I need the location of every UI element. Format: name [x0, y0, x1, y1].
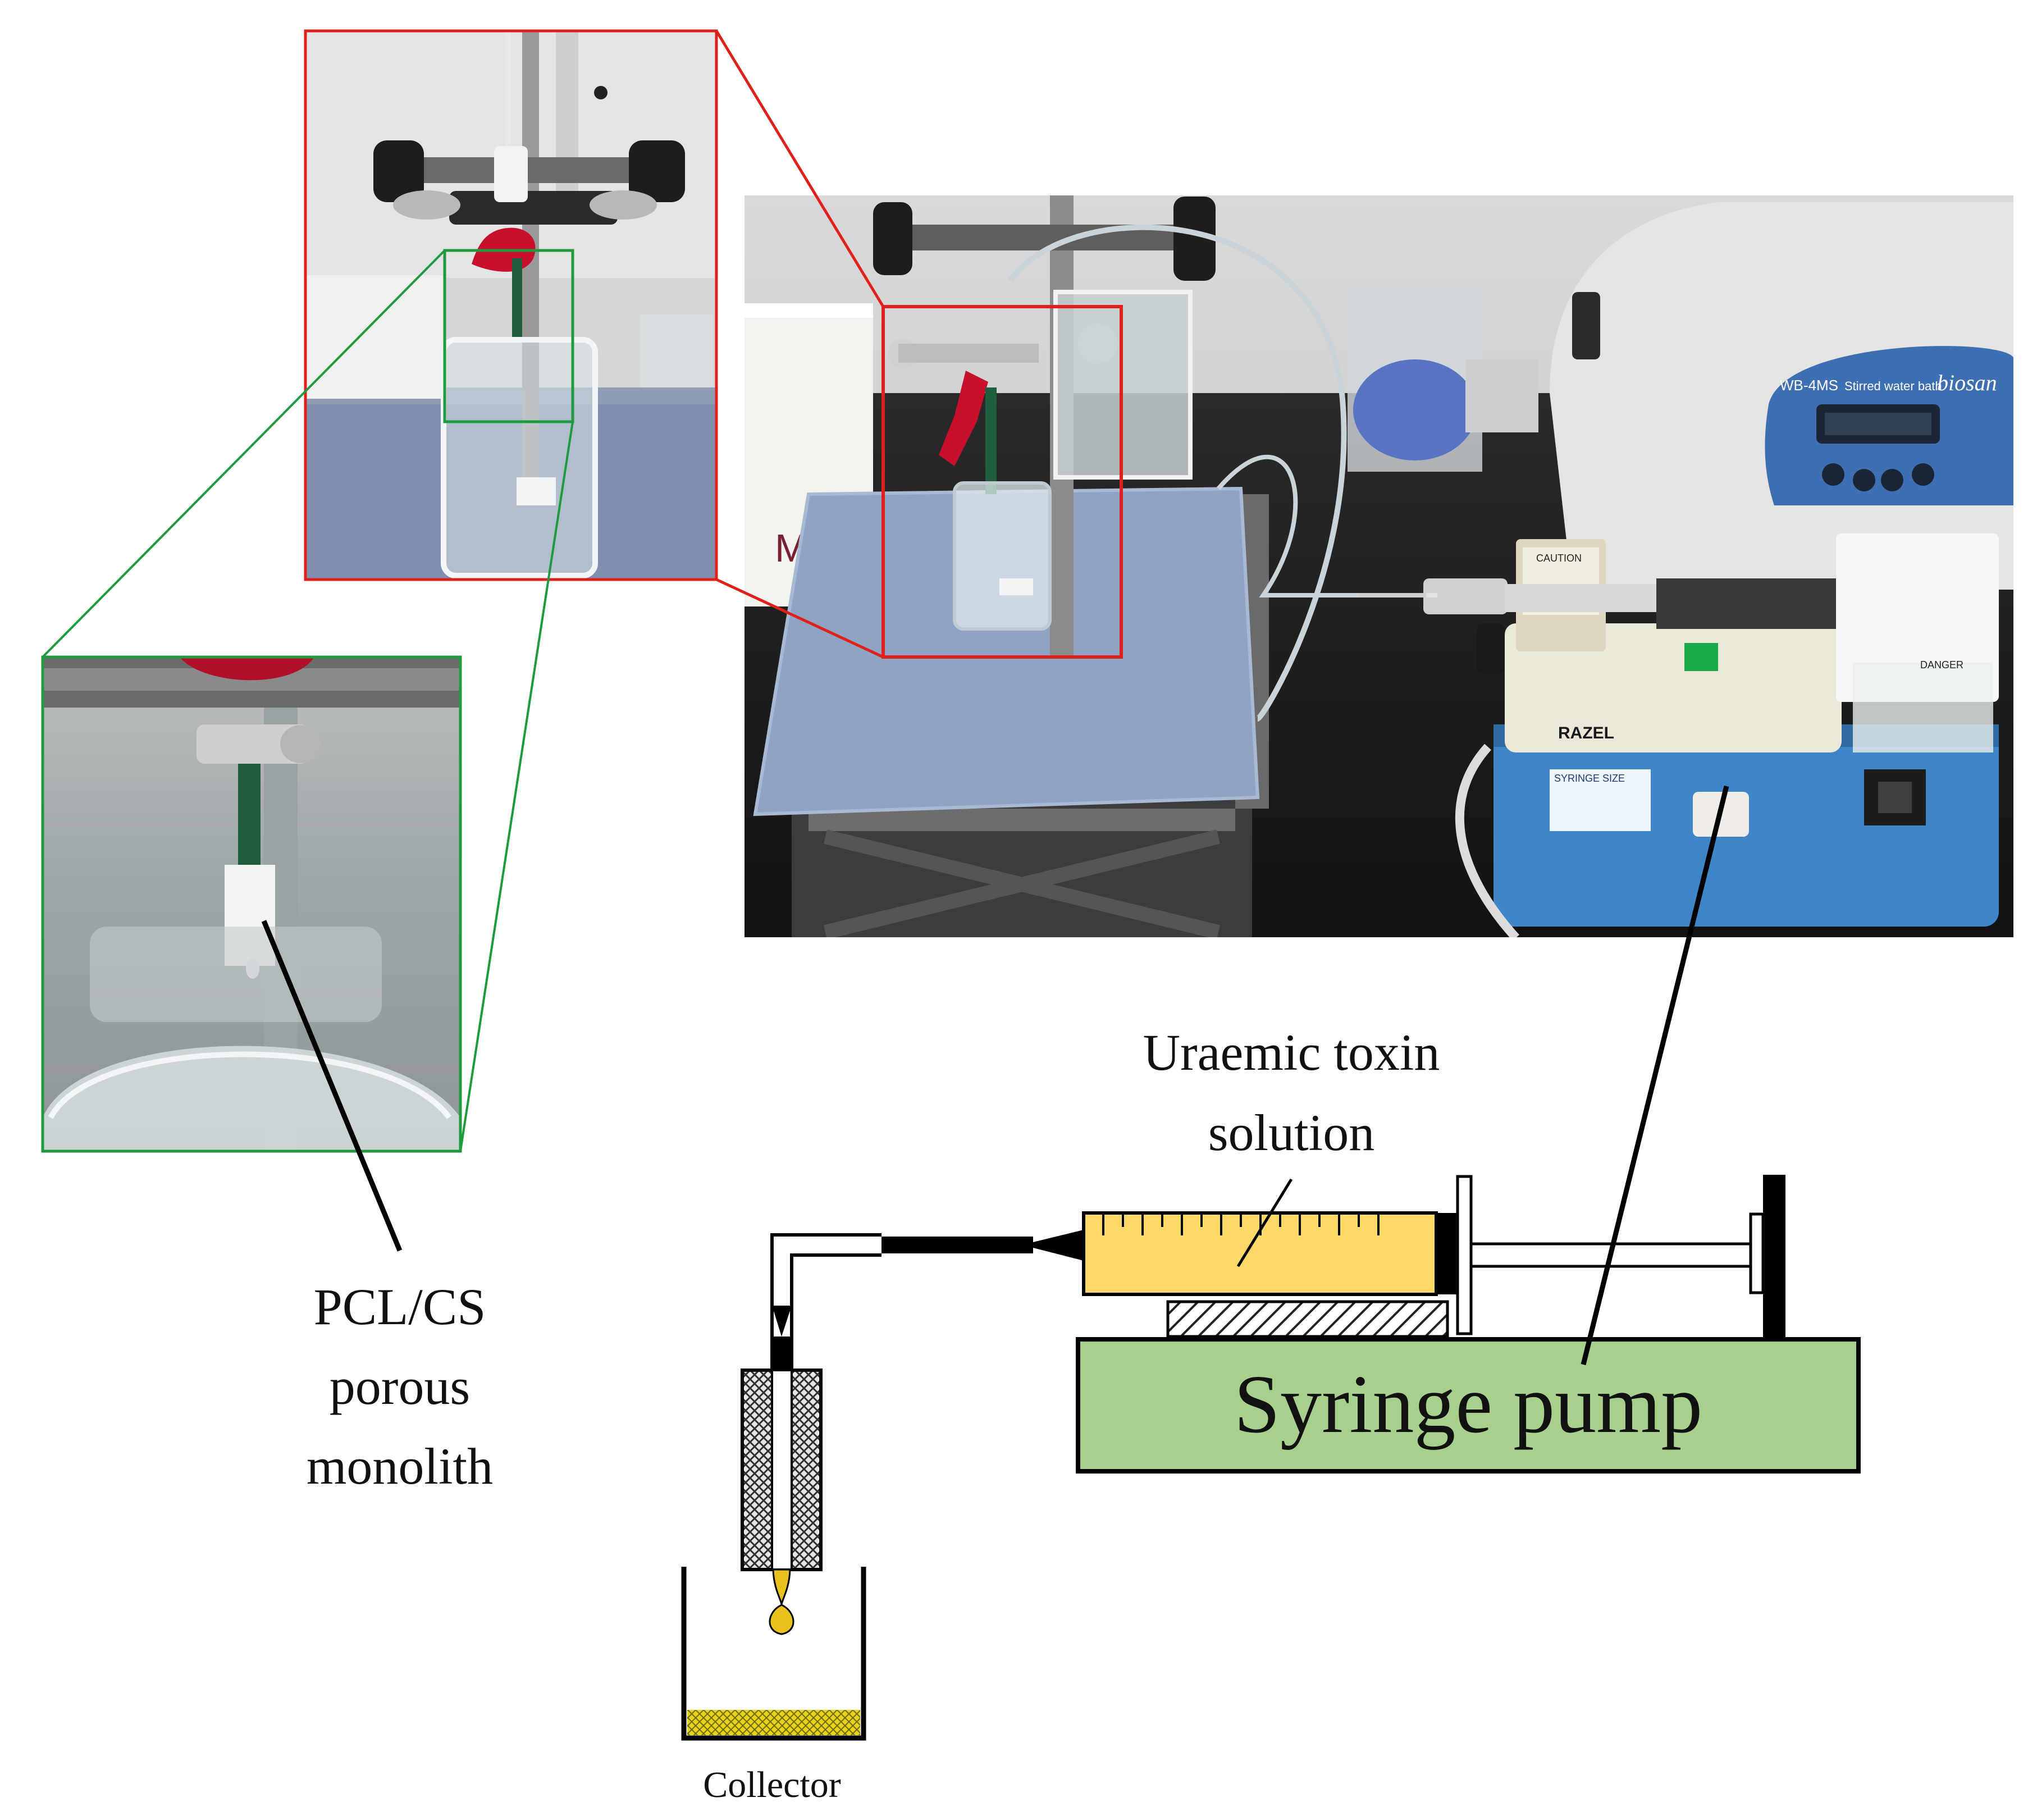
green-zoom-frame-inset [41, 655, 462, 1153]
bath-name-label: Stirred water bath [1844, 379, 1942, 393]
danger-label: DANGER [1920, 659, 1963, 670]
toxin-label-line2: solution [1208, 1104, 1374, 1161]
toxin-label-line1: Uraemic toxin [1143, 1024, 1440, 1081]
monolith-label-line3: monolith [307, 1438, 493, 1495]
needle-hub [882, 1237, 1033, 1253]
main-setup-photo: M [744, 195, 2014, 938]
green-zoom-frame-source [443, 249, 574, 423]
pump-brand-label: RAZEL [1558, 724, 1614, 742]
monolith-label-line1: PCL/CS [314, 1278, 486, 1335]
collector-label: Collector [703, 1764, 841, 1805]
syringe-support-block [1166, 1300, 1449, 1338]
syringe-nozzle [1033, 1230, 1084, 1261]
syringe-plunger-head [1436, 1213, 1458, 1294]
schematic-diagram [681, 1175, 1861, 1741]
pump-pusher-block [1763, 1175, 1785, 1339]
collector-fluid [687, 1710, 860, 1735]
pump-pointer-line [1581, 785, 1729, 1366]
eluent-droplet [769, 1568, 794, 1635]
syringe-size-label: SYRINGE SIZE [1554, 773, 1625, 784]
red-connector-top [715, 30, 885, 308]
tubing [770, 1233, 882, 1370]
zoom-photo-clamp [305, 31, 716, 580]
monolith-label-line2: porous [330, 1358, 470, 1415]
syringe-pump-label: Syringe pump [1234, 1358, 1703, 1450]
toxin-pointer-line [1236, 1178, 1293, 1267]
collector-vessel [681, 1567, 866, 1741]
monolith-pointer-line [261, 920, 403, 1252]
red-zoom-frame-main [882, 305, 1123, 659]
zoom-photo-monolith [43, 657, 460, 1151]
green-connector-left [42, 249, 446, 658]
syringe-pump-body [1076, 1337, 1861, 1474]
bath-model-label: WB-4MS [1780, 377, 1838, 394]
main-photo-frame [743, 194, 2015, 938]
caution-label: CAUTION [1536, 553, 1582, 564]
red-zoom-frame-top [304, 29, 718, 581]
syringe-graduations [1102, 1214, 1380, 1235]
green-connector-right [459, 421, 574, 1152]
syringe-flange [1456, 1175, 1473, 1335]
plunger-thumb-rest [1749, 1212, 1765, 1294]
red-connector-bottom [715, 578, 884, 659]
bath-brand-label: biosan [1937, 370, 1997, 395]
